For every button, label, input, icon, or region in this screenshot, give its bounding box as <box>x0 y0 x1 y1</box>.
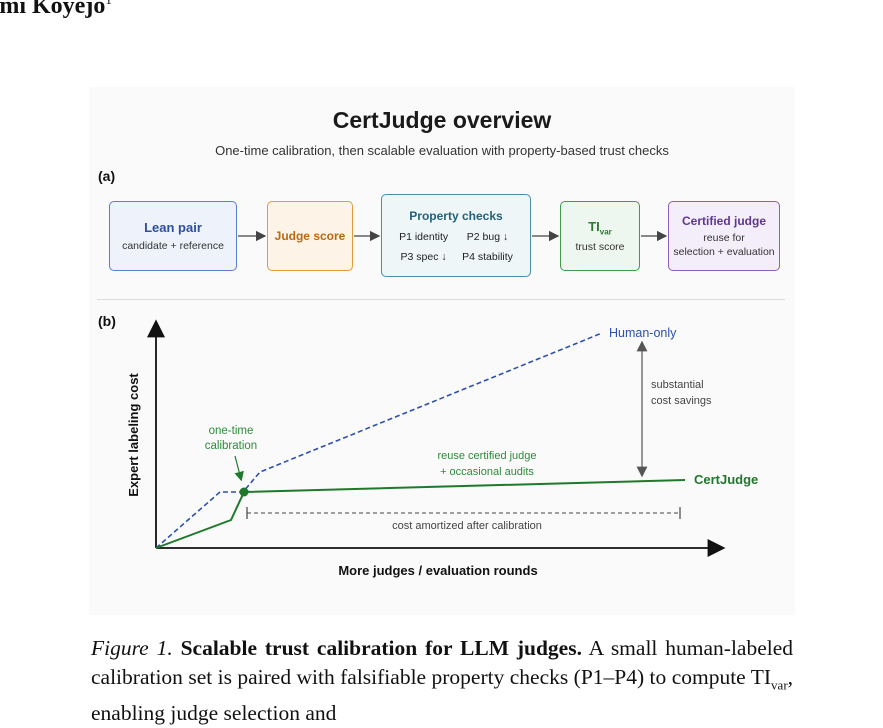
y-axis-label: Expert labeling cost <box>126 373 141 497</box>
lean-pair-title: Lean pair <box>144 220 202 235</box>
figure-panel: CertJudge overview One-time calibration,… <box>89 87 795 615</box>
author-name: nmi Koyejo1 <box>0 0 112 19</box>
panel-a-label: (a) <box>98 168 116 184</box>
trust-score-title: TIvar <box>588 218 612 237</box>
property-checks-box: Property checks P1 identity P2 bug ↓ P3 … <box>381 194 531 277</box>
amortized-annotation: cost amortized after calibration <box>392 520 542 532</box>
check-p1: P1 identity <box>399 230 449 243</box>
trust-score-box: TIvar trust score <box>560 201 640 271</box>
caption-line1-rest: A small <box>581 636 658 660</box>
check-p4: P4 stability <box>462 250 513 263</box>
trust-score-subtitle: trust score <box>575 241 625 254</box>
judge-score-title: Judge score <box>274 229 346 243</box>
cost-schematic: More judges / evaluation rounds Expert l… <box>126 319 758 578</box>
caption-bold: Scalable trust calibration for LLM judge… <box>180 636 582 660</box>
flow-arrows <box>238 230 668 242</box>
certjudge-line <box>155 479 686 549</box>
caption-line3: checks (P1–P4) to compute TI <box>509 665 772 689</box>
figure-title: CertJudge overview <box>332 107 552 133</box>
certified-judge-line2: selection + evaluation <box>673 246 775 258</box>
certified-judge-line1: reuse for <box>703 232 745 244</box>
reuse-annotation-line1: reuse certified judge <box>437 450 536 462</box>
check-p2: P2 bug ↓ <box>466 230 509 243</box>
judge-score-box: Judge score <box>267 201 353 271</box>
certjudge-label: CertJudge <box>694 472 758 487</box>
panel-divider <box>97 299 785 300</box>
reuse-annotation-line2: + occasional audits <box>440 466 534 478</box>
property-checks-title: Property checks <box>409 208 503 223</box>
caption-line3-sub: var <box>771 677 788 693</box>
savings-annotation-line1: substantial <box>651 379 704 391</box>
check-p3: P3 spec ↓ <box>400 250 447 263</box>
savings-annotation-line2: cost savings <box>651 395 712 407</box>
calibration-point <box>239 487 249 497</box>
caption-line2: human-labeled calibration set is paired … <box>91 636 794 689</box>
certified-judge-box: Certified judge reuse for selection + ev… <box>668 201 780 271</box>
panel-b-label: (b) <box>98 313 116 329</box>
lean-pair-box: Lean pair candidate + reference <box>109 201 237 271</box>
figure-subtitle: One-time calibration, then scalable eval… <box>215 143 669 158</box>
figure-caption: Figure 1. Scalable trust calibration for… <box>91 634 793 728</box>
lean-pair-subtitle: candidate + reference <box>122 240 224 252</box>
calibration-annotation-line2: calibration <box>205 440 257 452</box>
certified-judge-title: Certified judge <box>681 214 766 228</box>
x-axis-label: More judges / evaluation rounds <box>338 563 537 578</box>
human-only-label: Human-only <box>609 326 677 340</box>
calibration-annotation-line1: one-time <box>209 425 254 437</box>
caption-label: Figure 1. <box>91 636 173 660</box>
calibration-arrow <box>234 455 244 482</box>
